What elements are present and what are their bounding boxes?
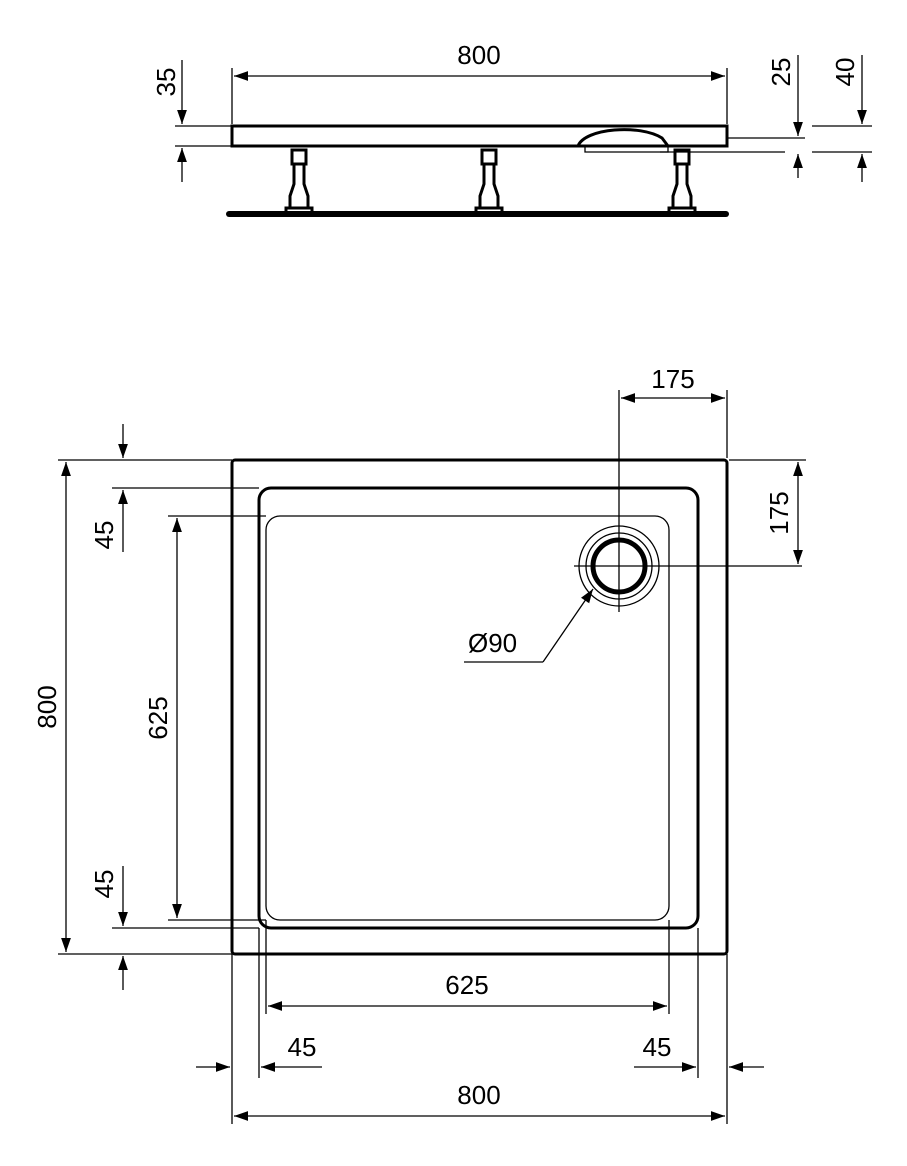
support-foot [474,148,504,215]
bottom-extension-lines [231,920,728,1124]
drain-diameter-callout: Ø90 [464,588,594,663]
tray-basin [257,486,700,930]
outer-height-label: 800 [32,685,62,728]
outer-width-dimension: 800 [234,1080,725,1121]
drain-bulge-base [584,146,669,153]
side-height-label: 35 [151,68,181,97]
side-height-dimension: 35 [151,60,232,182]
margin-right-dimension: 45 [634,1032,764,1072]
tray-basin-floor [265,515,670,921]
side-width-dimension: 800 [231,40,728,124]
margin-right-label: 45 [643,1032,672,1062]
total-height-label: 40 [830,58,860,87]
margin-left-label: 45 [288,1032,317,1062]
outer-width-label: 800 [457,1080,500,1110]
drain-offset-y-dimension: 175 [729,459,806,564]
drain-diameter-label: Ø90 [468,628,517,658]
side-view: 800 35 25 40 [151,40,872,217]
support-foot [667,148,697,215]
top-view: Ø90 175 175 800 [32,364,806,1124]
outer-height-dimension: 800 [32,462,71,952]
support-feet [284,148,697,215]
inner-width-label: 625 [445,970,488,1000]
rim-dimension: 25 [660,55,805,178]
inner-height-label: 625 [143,696,173,739]
tray-side-profile [230,124,729,148]
rim-label: 25 [766,58,796,87]
total-height-dimension: 40 [812,55,872,182]
inner-height-dimension: 625 [143,518,182,918]
inner-width-dimension: 625 [268,970,667,1011]
margin-bottom-label: 45 [89,870,119,899]
margin-top-dimension: 45 [89,424,128,552]
margin-top-label: 45 [89,521,119,550]
drain-offset-x-dimension: 175 [621,364,728,458]
drain [574,390,802,612]
drain-offset-y-label: 175 [764,491,794,534]
tray-outer-edge [230,458,729,956]
drain-bulge [576,128,670,147]
drain-offset-x-label: 175 [651,364,694,394]
margin-left-dimension: 45 [196,1032,322,1072]
support-foot [284,148,314,215]
margin-bottom-dimension: 45 [89,866,128,990]
side-width-label: 800 [457,40,500,70]
left-extension-lines [58,459,266,955]
